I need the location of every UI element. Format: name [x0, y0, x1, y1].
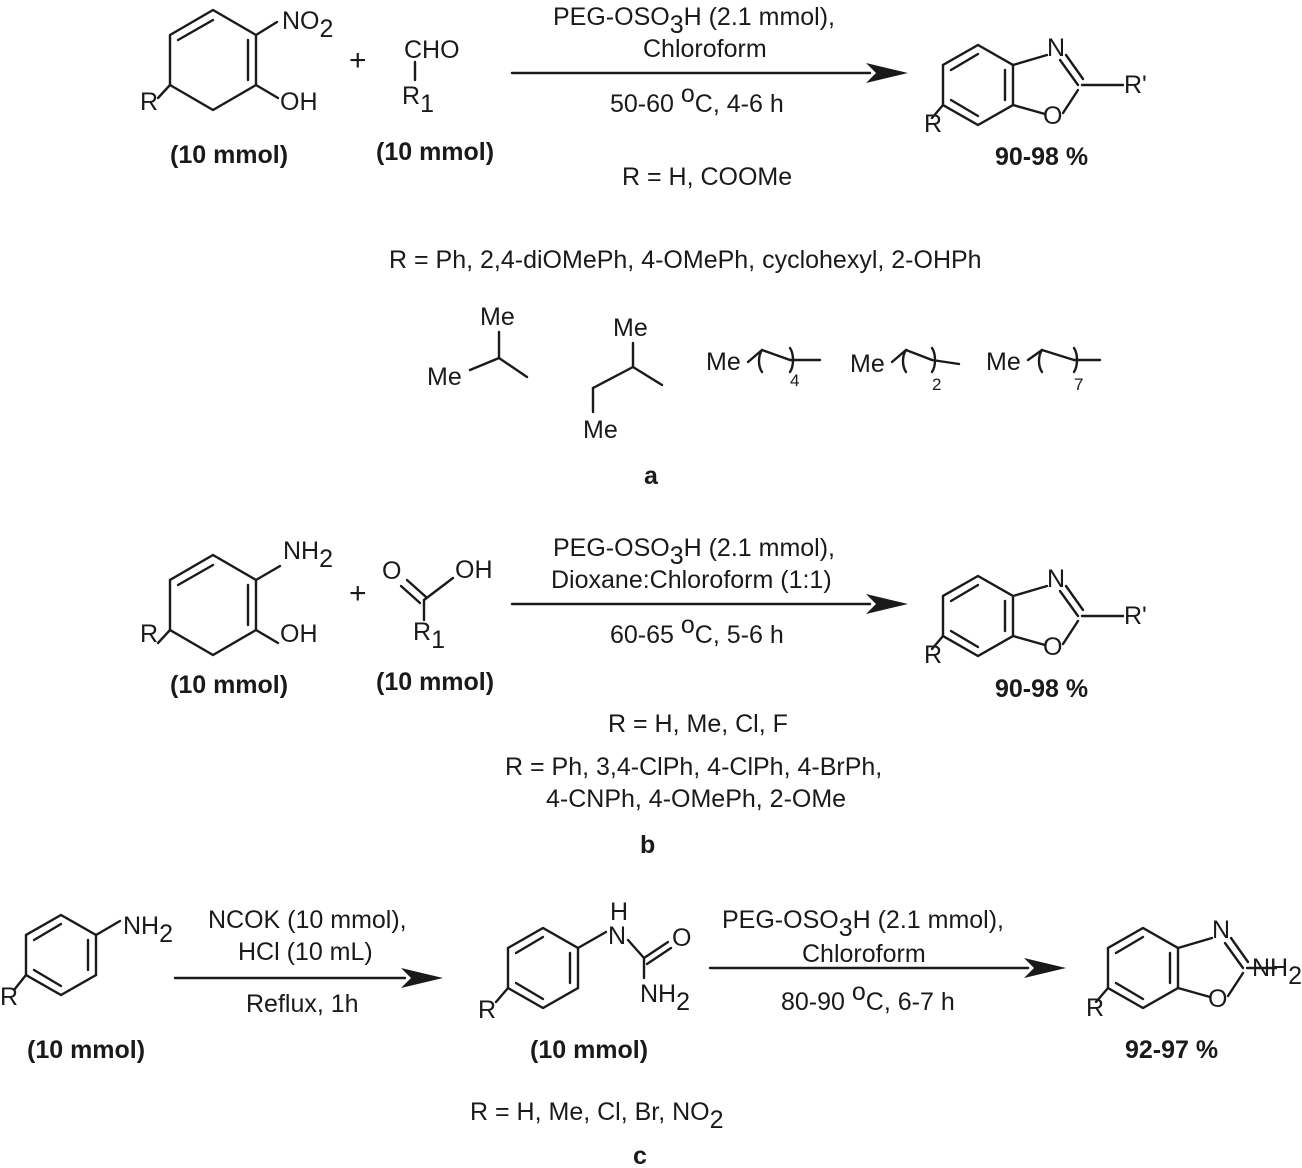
svg-text:Me: Me [706, 348, 741, 376]
carboxylic-acid-structure: O OH R1 [382, 556, 493, 654]
svg-text:NH2: NH2 [123, 912, 173, 948]
scheme-b: NH2 OH R (10 mmol) + O OH R1 (10 mmol) P… [140, 534, 1147, 859]
svg-text:4: 4 [790, 371, 799, 390]
solvent-label: Chloroform [643, 35, 767, 63]
svg-text:R: R [478, 996, 496, 1024]
plus-sign: + [349, 577, 367, 610]
svg-text:R: R [924, 110, 942, 138]
svg-text:NH2: NH2 [1252, 954, 1302, 990]
scheme-label-b: b [640, 831, 655, 859]
scheme-label-a: a [644, 462, 659, 490]
reactant-amount: (10 mmol) [27, 1036, 145, 1064]
svg-text:PEG-OSO3H (2.1 mmol),: PEG-OSO3H (2.1 mmol), [553, 3, 835, 39]
step1-condition: Reflux, 1h [246, 990, 359, 1018]
svg-text:OH: OH [455, 556, 493, 584]
solvent-label: Dioxane:Chloroform (1:1) [551, 566, 832, 594]
plus-sign: + [349, 44, 367, 77]
svg-text:50-60 oC, 4-6 h: 50-60 oC, 4-6 h [610, 80, 784, 118]
svg-text:N: N [1047, 565, 1065, 593]
r-substituents: R = H, Me, Cl, Br, NO2 [470, 1098, 724, 1134]
aniline-structure: NH2 R [0, 912, 173, 1011]
svg-text:N: N [608, 922, 626, 950]
svg-text:Me: Me [850, 350, 885, 378]
scheme-a: NO2 OH R (10 mmol) + CHO R1 (10 mmol) PE… [140, 3, 1147, 490]
svg-text:PEG-OSO3H (2.1 mmol),: PEG-OSO3H (2.1 mmol), [553, 534, 835, 570]
product-yield: 90-98 % [995, 675, 1088, 703]
svg-text:O: O [382, 557, 401, 585]
step1-reagent: NCOK (10 mmol), [208, 906, 407, 934]
svg-text:NH2: NH2 [283, 537, 333, 573]
svg-text:R1: R1 [402, 82, 434, 118]
svg-text:Me: Me [613, 314, 648, 342]
svg-text:O: O [1208, 985, 1227, 1013]
svg-text:2: 2 [932, 375, 941, 394]
hydroxyl-label: OH [280, 88, 318, 116]
r-prime-substituents: R = Ph, 2,4-diOMePh, 4-OMePh, cyclohexyl… [389, 246, 982, 274]
svg-text:Me: Me [583, 416, 618, 444]
svg-text:O: O [1043, 633, 1062, 661]
svg-text:Me: Me [427, 363, 462, 391]
aldehyde-structure: CHO R1 [402, 36, 460, 118]
r-substituents: R = H, Me, Cl, F [608, 710, 788, 738]
reactant1-amount: (10 mmol) [170, 141, 288, 169]
reaction-arrow-b [510, 594, 908, 614]
svg-text:R: R [0, 983, 18, 1011]
reactant2-amount: (10 mmol) [376, 668, 494, 696]
svg-text:R: R [924, 641, 942, 669]
svg-text:7: 7 [1074, 375, 1083, 394]
reaction-arrow-c2 [708, 958, 1066, 978]
r-prime-substituents-2: 4-CNPh, 4-OMePh, 2-OMe [546, 785, 846, 813]
reaction-arrow-c1 [173, 968, 443, 988]
solvent-label: Chloroform [802, 940, 926, 968]
svg-text:R: R [140, 620, 158, 648]
product-yield: 92-97 % [1125, 1036, 1218, 1064]
svg-text:CHO: CHO [404, 36, 460, 64]
svg-text:80-90 oC, 6-7 h: 80-90 oC, 6-7 h [781, 978, 955, 1016]
svg-text:N: N [1212, 916, 1230, 944]
svg-text:R': R' [1124, 602, 1147, 630]
svg-text:OH: OH [280, 620, 318, 648]
svg-text:R1: R1 [413, 618, 445, 654]
step1-acid: HCl (10 mL) [238, 938, 373, 966]
product-yield: 90-98 % [995, 143, 1088, 171]
aminophenol-structure: NH2 OH R [140, 537, 333, 657]
alkyl-group-structures: Me Me Me Me Me 4 Me 2 [427, 303, 1102, 444]
svg-text:PEG-OSO3H (2.1 mmol),: PEG-OSO3H (2.1 mmol), [722, 906, 1004, 942]
benzoxazole-product-a: N O R' R [924, 34, 1147, 138]
benzoxazole-product-b: N O R' R [924, 565, 1147, 669]
urea-intermediate-structure: H N O NH2 R [478, 898, 691, 1024]
r-label: R [140, 88, 158, 116]
svg-text:60-65 oC, 5-6 h: 60-65 oC, 5-6 h [610, 611, 784, 649]
r-substituents: R = H, COOMe [622, 163, 792, 191]
reactant2-amount: (10 mmol) [376, 138, 494, 166]
nitrophenol-structure: NO2 OH R [140, 7, 333, 116]
svg-text:N: N [1047, 34, 1065, 62]
svg-text:NO2: NO2 [282, 7, 333, 43]
svg-text:O: O [1043, 102, 1062, 130]
scheme-label-c: c [633, 1142, 647, 1168]
intermediate-amount: (10 mmol) [530, 1036, 648, 1064]
svg-text:Me: Me [480, 303, 515, 331]
svg-text:Me: Me [986, 348, 1021, 376]
svg-text:R: R [1086, 994, 1104, 1022]
svg-text:O: O [672, 924, 691, 952]
aminobenzoxazole-product: N O NH2 R [1086, 916, 1302, 1022]
reactant1-amount: (10 mmol) [170, 671, 288, 699]
reaction-arrow-a [510, 63, 908, 83]
svg-text:R': R' [1124, 71, 1147, 99]
r-prime-substituents-1: R = Ph, 3,4-ClPh, 4-ClPh, 4-BrPh, [505, 753, 882, 781]
svg-text:NH2: NH2 [640, 980, 690, 1016]
svg-text:H: H [610, 898, 628, 926]
scheme-c: NH2 R (10 mmol) NCOK (10 mmol), HCl (10 … [0, 898, 1302, 1168]
